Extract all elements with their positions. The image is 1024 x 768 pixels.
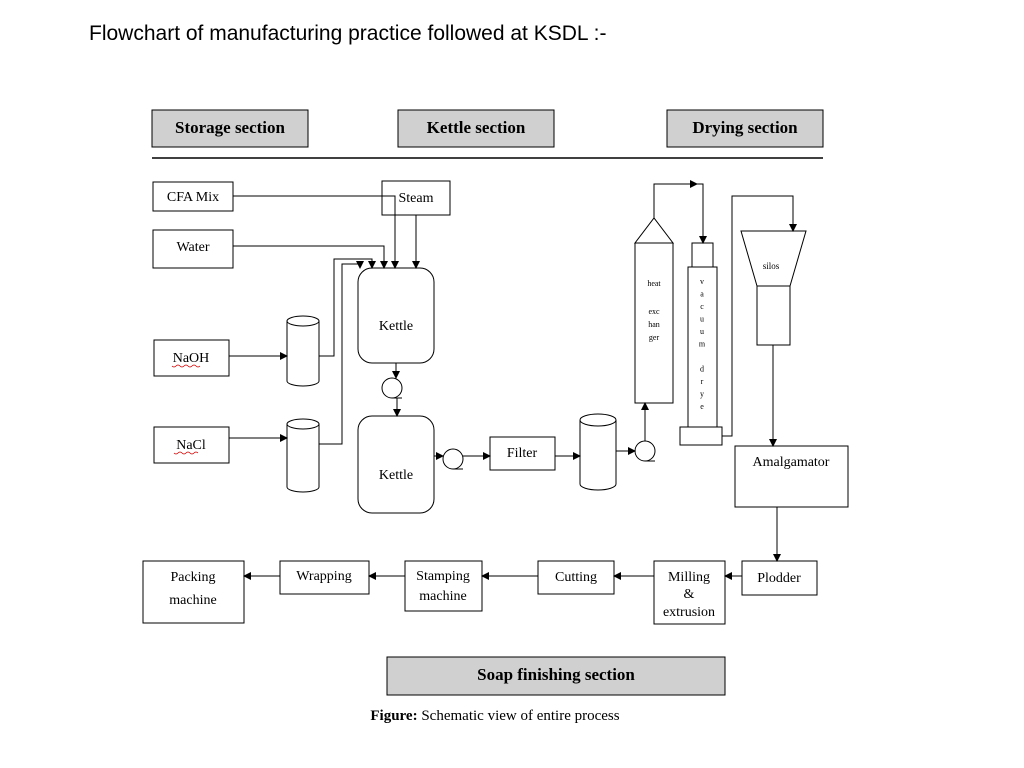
kettle-section-header: Kettle section [397, 109, 555, 148]
pump-kettle-transfer [381, 377, 403, 399]
svg-text:Plodder: Plodder [757, 571, 801, 586]
svg-text:han: han [648, 320, 660, 329]
vacuum-dryer-letter: r [701, 377, 704, 386]
svg-text:Filter: Filter [507, 446, 538, 461]
svg-text:Packing: Packing [170, 570, 215, 585]
svg-text:extrusion: extrusion [663, 605, 715, 620]
svg-text:Cutting: Cutting [555, 570, 597, 585]
vacuum-dryer-letter: a [700, 290, 704, 299]
water-box: Water [152, 229, 234, 269]
page-title: Flowchart of manufacturing practice foll… [89, 22, 607, 45]
filtered-soap-tank [579, 413, 617, 491]
svg-text:Kettle: Kettle [379, 468, 413, 483]
figure-caption: Figure: Schematic view of entire process [370, 708, 619, 724]
svg-text:&: & [684, 587, 695, 602]
amalgamator-box: Amalgamator [734, 445, 849, 508]
milling-extrusion-box: Milling & extrusion [653, 560, 726, 625]
svg-text:Water: Water [176, 240, 209, 255]
svg-text:Amalgamator: Amalgamator [753, 455, 830, 470]
svg-text:CFA Mix: CFA Mix [167, 190, 219, 205]
svg-text:Soap finishing section: Soap finishing section [477, 665, 635, 684]
wrapping-box: Wrapping [279, 560, 370, 595]
svg-text:NaOH: NaOH [173, 351, 210, 366]
cfa-mix-box: CFA Mix [152, 181, 234, 212]
vacuum-dryer-letter: v [700, 277, 704, 286]
packing-machine-box: Packing machine [142, 560, 245, 624]
vacuum-dryer-letter: d [700, 365, 704, 374]
stamping-machine-box: Stamping machine [404, 560, 483, 612]
naoh-storage-tank [286, 315, 320, 387]
kettle-1: Kettle [357, 267, 435, 364]
svg-text:Steam: Steam [399, 191, 434, 206]
flow-connectors [229, 180, 797, 580]
vacuum-dryer-letter: u [700, 315, 704, 324]
svg-text:NaCl: NaCl [176, 438, 206, 453]
vacuum-dryer-letter: m [699, 340, 706, 349]
kettle-section-label: Kettle section [427, 118, 526, 137]
drying-section-header: Drying section [666, 109, 824, 148]
svg-text:ger: ger [649, 333, 660, 342]
svg-text:exc: exc [648, 307, 660, 316]
drying-section-label: Drying section [692, 118, 798, 137]
nacl-storage-tank [286, 418, 320, 493]
vacuum-dryer-letter: e [700, 402, 704, 411]
pump-to-filter [442, 448, 464, 470]
silos-hopper: silos [740, 230, 807, 346]
svg-text:heat: heat [647, 279, 661, 288]
pump-to-heat-exchanger [634, 440, 656, 462]
nacl-box: NaCl [153, 426, 230, 464]
kettle-2: Kettle [357, 415, 435, 514]
vacuum-dryer-letter: u [700, 327, 704, 336]
soap-finishing-section-header: Soap finishing section [386, 656, 726, 696]
steam-box: Steam [381, 180, 451, 216]
svg-text:machine: machine [169, 593, 216, 608]
naoh-box: NaOH [153, 339, 230, 377]
heat-exchanger: heat exc han ger [633, 217, 675, 404]
vacuum-dryer-letter: y [700, 390, 704, 399]
cutting-box: Cutting [537, 560, 615, 595]
storage-section-header: Storage section [151, 109, 309, 148]
svg-text:Kettle: Kettle [379, 319, 413, 334]
svg-text:Stamping: Stamping [416, 569, 470, 584]
filter-box: Filter [489, 436, 556, 471]
storage-section-label: Storage section [175, 118, 286, 137]
plodder-box: Plodder [741, 560, 818, 596]
svg-text:Wrapping: Wrapping [296, 569, 351, 584]
svg-text:Milling: Milling [668, 570, 710, 585]
vacuum-dryer-letter: c [700, 302, 704, 311]
svg-text:silos: silos [763, 261, 780, 271]
svg-text:machine: machine [419, 589, 466, 604]
